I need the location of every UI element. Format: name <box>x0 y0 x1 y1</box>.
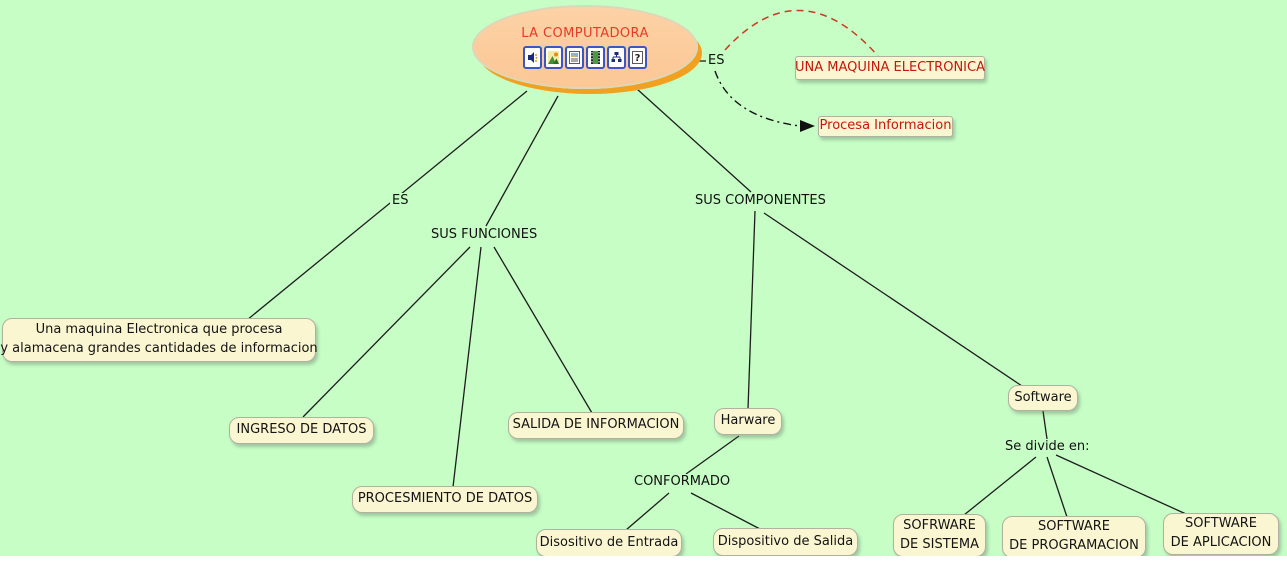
node-hardware[interactable]: Harware <box>714 408 782 435</box>
node-software[interactable]: Software <box>1008 385 1078 411</box>
software-sistema-line2: DE SISTEMA <box>900 536 979 552</box>
software-sistema-line1: SOFRWARE <box>903 517 976 533</box>
software-aplicacion-line1: SOFTWARE <box>1185 516 1257 532</box>
resource-icon-row: ? <box>523 45 647 69</box>
hierarchy-icon[interactable] <box>607 45 626 69</box>
link-label-conformado[interactable]: CONFORMADO <box>632 474 733 489</box>
node-software-sistema[interactable]: SOFRWARE DE SISTEMA <box>893 514 986 557</box>
node-software-aplicacion[interactable]: SOFTWARE DE APLICACION <box>1163 513 1279 555</box>
canvas-bottom-edge <box>0 556 1287 561</box>
node-software-programacion[interactable]: SOFTWARE DE PROGRAMACION <box>1002 516 1146 558</box>
root-concept-la-computadora[interactable]: LA COMPUTADORA <box>472 5 698 89</box>
node-dispositivo-entrada[interactable]: Disositivo de Entrada <box>536 529 682 557</box>
descripcion-line2: y alamacena grandes cantidades de inform… <box>0 341 318 356</box>
link-label-sus-componentes[interactable]: SUS COMPONENTES <box>693 193 828 208</box>
document-icon[interactable] <box>565 45 584 69</box>
node-ingreso-de-datos[interactable]: INGRESO DE DATOS <box>229 417 374 444</box>
link-label-sus-funciones[interactable]: SUS FUNCIONES <box>429 227 540 242</box>
link-label-se-divide-en[interactable]: Se divide en: <box>1003 439 1092 454</box>
question-icon[interactable]: ? <box>628 45 647 69</box>
speaker-icon[interactable] <box>523 45 542 69</box>
descripcion-line1: Una maquina Electronica que procesa <box>35 322 283 338</box>
node-dispositivo-salida[interactable]: Dispositivo de Salida <box>713 528 858 556</box>
image-icon[interactable] <box>544 45 563 69</box>
film-icon[interactable] <box>586 45 605 69</box>
node-una-maquina-electronica[interactable]: UNA MAQUINA ELECTRONICA <box>795 56 985 80</box>
node-procesamiento-de-datos[interactable]: PROCESMIENTO DE DATOS <box>352 486 538 513</box>
link-label-es-left[interactable]: ES <box>390 193 411 208</box>
software-aplicacion-line2: DE APLICACION <box>1170 535 1272 550</box>
node-procesa-informacion[interactable]: Procesa Informacion <box>818 116 953 137</box>
software-programacion-line1: SOFTWARE <box>1038 519 1110 535</box>
node-descripcion-maquina[interactable]: Una maquina Electronica que procesa y al… <box>0 318 318 362</box>
software-programacion-line2: DE PROGRAMACION <box>1009 538 1139 553</box>
node-salida-de-informacion[interactable]: SALIDA DE INFORMACION <box>508 412 684 439</box>
root-concept-label: LA COMPUTADORA <box>521 25 649 41</box>
link-label-es-right[interactable]: ES <box>706 53 727 68</box>
svg-text:?: ? <box>635 53 641 64</box>
